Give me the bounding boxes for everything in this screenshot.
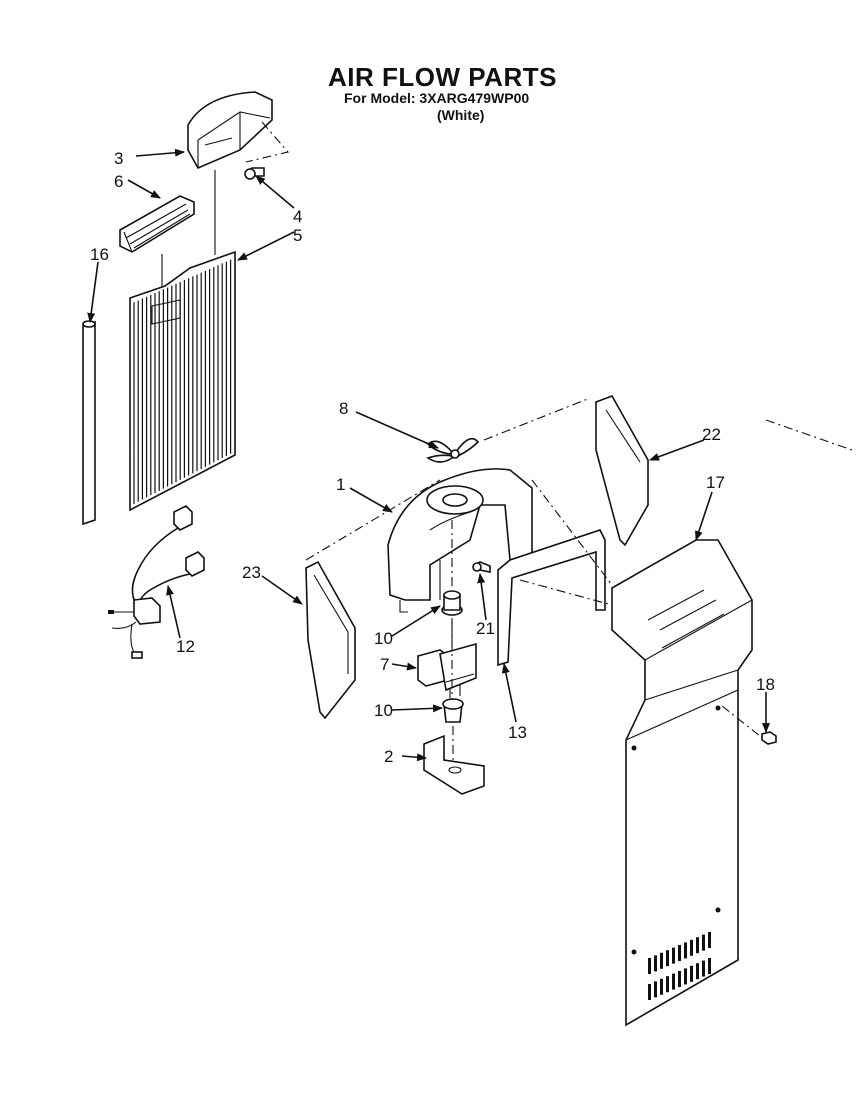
part-8-fan-blade [426, 437, 480, 463]
callout-10-lower: 10 [374, 701, 393, 720]
callout-8: 8 [339, 399, 348, 418]
part-1-fan-housing [387, 468, 533, 613]
part-17-rear-duct-panel [611, 539, 753, 1027]
part-22-side-baffle [595, 395, 649, 547]
callout-10-upper: 10 [374, 629, 393, 648]
part-6-grille-cap [119, 195, 195, 290]
model-line: For Model: 3XARG479WP00 [344, 90, 530, 106]
diagram-title: AIR FLOW PARTS [328, 62, 557, 92]
part-10-upper-grommet [441, 590, 463, 616]
leader-lines [87, 148, 770, 762]
assembly-guide-lines [305, 397, 853, 764]
callout-16: 16 [90, 245, 109, 264]
part-12-wire-harness [108, 505, 205, 659]
part-10-lower-grommet [442, 698, 464, 723]
callout-22: 22 [702, 425, 721, 444]
part-7-fan-motor [417, 618, 477, 698]
callout-labels: 3 6 4 5 16 12 8 1 23 10 7 10 2 21 13 22 … [90, 149, 775, 766]
callout-7: 7 [380, 655, 389, 674]
part-18-screw [761, 731, 777, 745]
part-23-side-baffle [305, 560, 356, 720]
part-16-drain-tube [82, 320, 96, 526]
callout-13: 13 [508, 723, 527, 742]
callout-4: 4 [293, 207, 302, 226]
title-block: AIR FLOW PARTS For Model: 3XARG479WP00 (… [0, 0, 864, 130]
callout-5: 5 [293, 226, 302, 245]
callout-23: 23 [242, 563, 261, 582]
part-2-motor-bracket [423, 734, 485, 795]
part-21-screw [472, 561, 491, 573]
part-4-screw [244, 167, 265, 180]
callout-17: 17 [706, 473, 725, 492]
part-13-air-channel [497, 529, 606, 667]
callout-3: 3 [114, 149, 123, 168]
callout-12: 12 [176, 637, 195, 656]
variant-line: (White) [437, 107, 485, 123]
callout-18: 18 [756, 675, 775, 694]
part-3-air-duct-cover [187, 91, 290, 170]
part-5-evaporator-cover [129, 170, 236, 512]
callout-1: 1 [336, 475, 345, 494]
callout-6: 6 [114, 172, 123, 191]
callout-21: 21 [476, 619, 495, 638]
callout-2: 2 [384, 747, 393, 766]
